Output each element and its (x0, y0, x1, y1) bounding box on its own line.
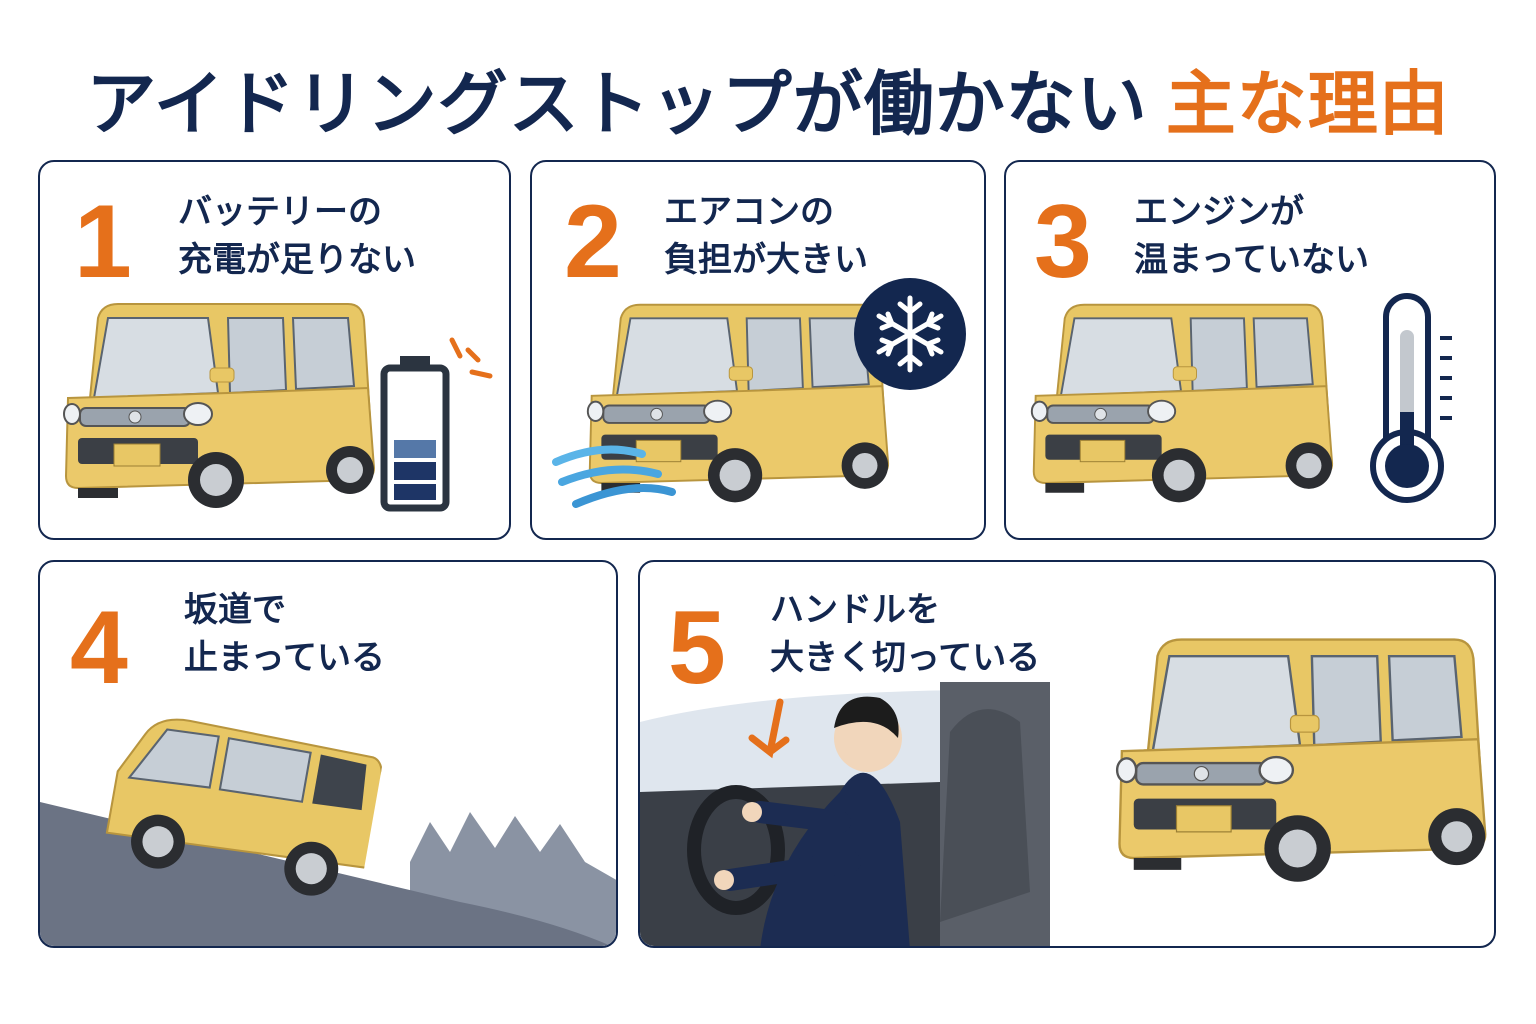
car-illustration (552, 303, 890, 508)
page-title: アイドリングストップが働かない主な理由 (0, 48, 1536, 149)
reason-caption: エアコンの 負担が大きい (664, 192, 868, 280)
reason-number: 2 (564, 184, 622, 300)
reason-number: 3 (1034, 184, 1092, 300)
steering-wheel-icon (1115, 637, 1487, 884)
snowflake-icon (854, 278, 966, 390)
slope-icon (40, 709, 616, 946)
driver-illustration (640, 682, 1050, 946)
reason-number: 4 (70, 590, 128, 706)
reason-card-5: 5 ハンドルを 大きく切っている (638, 560, 1496, 948)
reason-card-1: 1 バッテリーの 充電が足りない (38, 160, 511, 540)
reason-number: 1 (74, 184, 132, 300)
thermometer-icon (1370, 293, 1452, 503)
reason-card-3: 3 エンジンが 温まっていない (1004, 160, 1496, 540)
title-accent: 主な理由 (1165, 63, 1450, 145)
reason-number: 5 (668, 590, 726, 706)
reason-caption: ハンドルを 大きく切っている (770, 590, 1041, 678)
reason-caption: バッテリーの 充電が足りない (178, 192, 416, 280)
reason-card-2: 2 エアコンの 負担が大きい (530, 160, 986, 540)
reason-card-4: 4 坂道で 止まっている (38, 560, 618, 948)
reason-caption: 坂道で 止まっている (184, 590, 385, 678)
reason-caption: エンジンが 温まっていない (1134, 192, 1369, 280)
title-main: アイドリングストップが働かない (86, 63, 1148, 145)
battery-low-icon (380, 337, 493, 512)
